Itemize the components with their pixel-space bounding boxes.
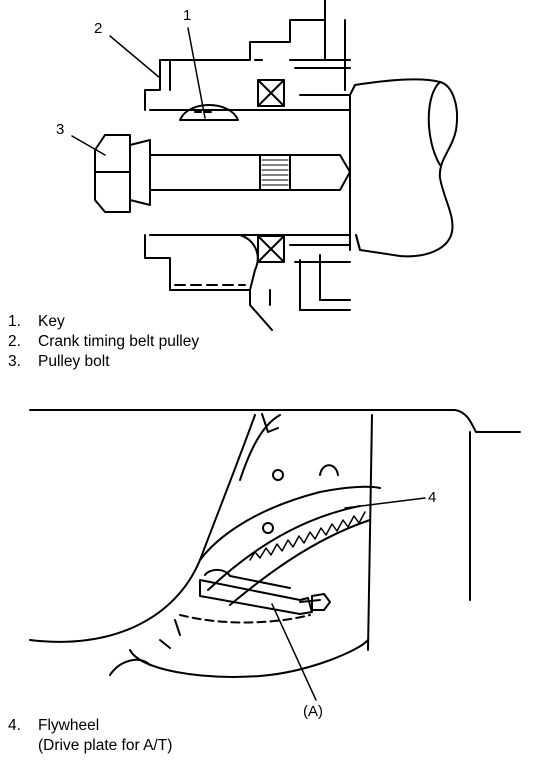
callout-4: 4 bbox=[428, 489, 437, 506]
legend-sublabel: (Drive plate for A/T) bbox=[38, 737, 173, 754]
crank-pulley-section-drawing bbox=[71, 0, 458, 331]
legend-item-flywheel: 4. Flywheel bbox=[8, 716, 172, 736]
legend-label: Crank timing belt pulley bbox=[38, 333, 200, 350]
legend-number: 4. bbox=[8, 717, 21, 734]
legend-label: Key bbox=[38, 313, 65, 330]
legend-number: 2. bbox=[8, 333, 21, 350]
legend-item-flywheel-sub: (Drive plate for A/T) bbox=[8, 736, 172, 756]
legend-number: 3. bbox=[8, 353, 21, 370]
legend-item-crank-timing-belt-pulley: 2. Crank timing belt pulley bbox=[8, 332, 199, 352]
callout-1: 1 bbox=[183, 7, 192, 24]
legend-label: Pulley bolt bbox=[38, 353, 110, 370]
callout-a: (A) bbox=[303, 703, 323, 720]
flywheel-holder-drawing bbox=[29, 409, 521, 701]
legend-number: 1. bbox=[8, 313, 21, 330]
legend-item-pulley-bolt: 3. Pulley bolt bbox=[8, 352, 199, 372]
legend-figure2: 4. Flywheel (Drive plate for A/T) bbox=[8, 716, 172, 756]
legend-figure1: 1. Key 2. Crank timing belt pulley 3. Pu… bbox=[8, 312, 199, 372]
legend-item-key: 1. Key bbox=[8, 312, 199, 332]
callout-3: 3 bbox=[56, 121, 65, 138]
callout-2: 2 bbox=[94, 20, 103, 37]
legend-label: Flywheel bbox=[38, 717, 100, 734]
